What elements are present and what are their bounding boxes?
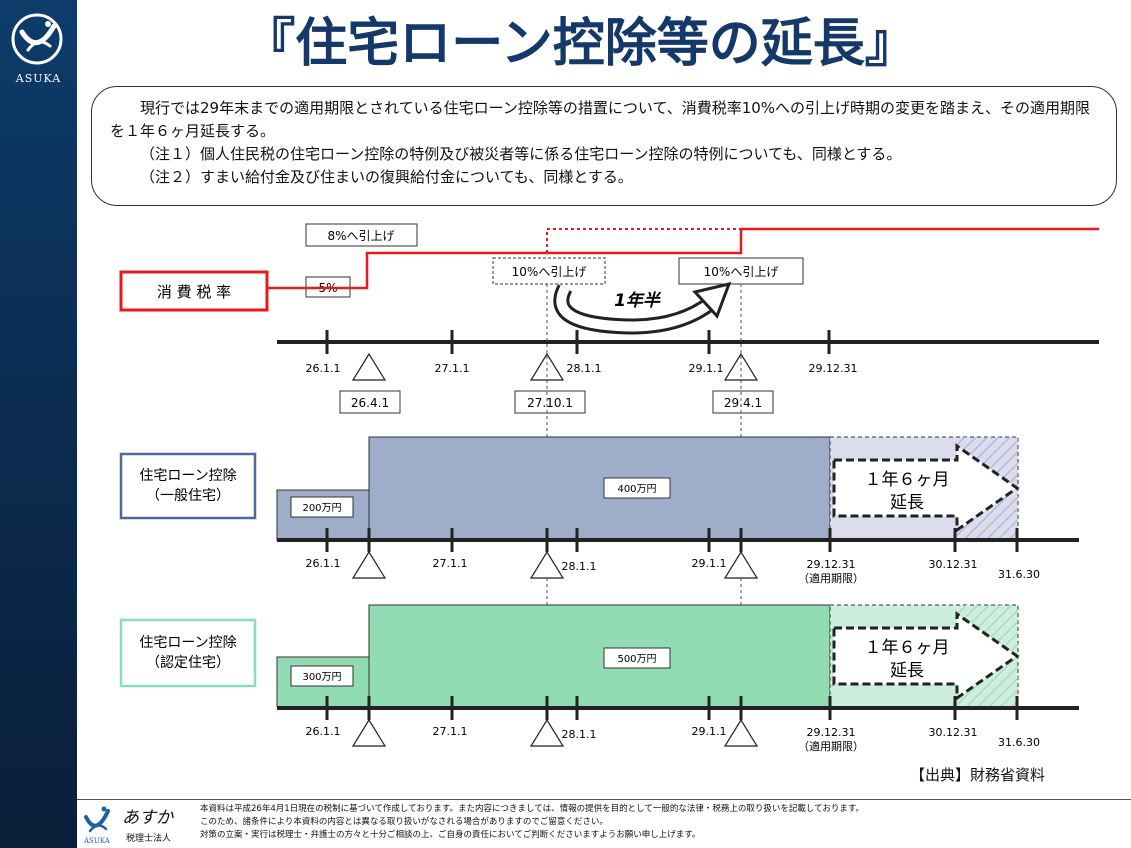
general-before-label: 200万円	[302, 503, 341, 514]
certified-tick-7: 31.6.30	[998, 736, 1040, 749]
certified-tick-6: 30.12.31	[929, 726, 978, 739]
certified-deadline-note: （適用期限）	[798, 739, 864, 753]
rate-8-box	[305, 223, 418, 247]
certified-label-box	[119, 618, 257, 688]
certified-before-label: 300万円	[302, 672, 341, 683]
event-box-2	[514, 390, 586, 414]
general-tick-5: 29.12.31	[807, 558, 856, 571]
summary-note-1: （注１）個人住民税の住宅ローン控除の特例及び被災者等に係る住宅ローン控除の特例に…	[140, 145, 902, 163]
asuka-logo-icon	[11, 13, 63, 65]
general-label-1: 住宅ローン控除	[139, 468, 236, 484]
tax-label: 消 費 税 率	[157, 283, 231, 301]
rate-10-new-box	[678, 257, 804, 285]
general-ext-2: 延長	[890, 493, 924, 513]
general-tick-1: 26.1.1	[306, 557, 341, 570]
event-label-3: 29.4.1	[724, 396, 762, 410]
certified-after-box	[603, 647, 671, 669]
event-box-1	[339, 390, 401, 414]
tax-rate-line	[267, 227, 1099, 290]
event-label-1: 26.4.1	[351, 396, 389, 410]
page-title: 『住宅ローン控除等の延長』	[243, 13, 917, 74]
general-ext-1: １年６ヶ月	[865, 470, 950, 490]
general-tick-7: 31.6.30	[998, 568, 1040, 581]
certified-label-2: （認定住宅）	[146, 655, 230, 671]
certified-ext-2: 延長	[890, 661, 924, 681]
tax-rate-old-plan-line	[546, 228, 741, 253]
summary-main: 現行では29年末までの適用期限とされている住宅ローン控除等の措置について、消費税…	[110, 99, 1091, 140]
tax-tick-3: 28.1.1	[567, 362, 602, 375]
event-marker-1	[351, 352, 387, 381]
certified-bar-after	[368, 604, 831, 708]
rate-10-new-label: 10%へ引上げ	[704, 265, 779, 279]
summary-box: 現行では29年末までの適用期限とされている住宅ローン控除等の措置について、消費税…	[91, 86, 1117, 206]
delay-label: 1年半	[614, 291, 662, 311]
delay-arrow-inner	[556, 285, 716, 332]
source-credit: 【出典】財務省資料	[910, 766, 1046, 784]
certified-before-box	[290, 665, 354, 687]
tax-tick-1: 26.1.1	[306, 362, 341, 375]
rate-8-label: 8%へ引上げ	[327, 229, 394, 243]
certified-tick-3: 28.1.1	[562, 728, 597, 741]
general-ext-arrow	[832, 443, 1020, 533]
footer-logo-text: ASUKA	[83, 837, 111, 845]
general-tick-6: 30.12.31	[929, 558, 978, 571]
general-before-box	[290, 496, 354, 518]
timeline-diagram: 消 費 税 率 5% 8%へ引上げ 10%へ引上げ 10%へ引上げ 1年半 26…	[119, 223, 1099, 753]
footer-line-1: 本資料は平成26年4月1日現在の税制に基づいて作成しております。また内容につきま…	[200, 804, 864, 814]
delay-arrow-head	[692, 281, 732, 319]
footer-divider	[77, 799, 1131, 800]
footer-logo: ASUKA あすか 税理士法人	[83, 806, 174, 845]
general-label-2: （一般住宅）	[146, 488, 230, 504]
certified-tick-1: 26.1.1	[306, 725, 341, 738]
certified-tick-2: 27.1.1	[433, 725, 468, 738]
general-tick-2: 27.1.1	[433, 557, 468, 570]
logo-text: ASUKA	[15, 72, 62, 85]
tax-tick-4: 29.1.1	[689, 362, 724, 375]
general-after-label: 400万円	[617, 484, 656, 495]
certified-tick-5: 29.12.31	[807, 726, 856, 739]
event-box-3	[712, 390, 774, 414]
rate-10-old-box	[492, 257, 606, 285]
certified-ext-arrow	[832, 611, 1020, 701]
certified-label-1: 住宅ローン控除	[139, 635, 236, 651]
footer-brand-sub: 税理士法人	[126, 832, 171, 844]
certified-after-label: 500万円	[617, 654, 656, 665]
footer-logo-icon	[84, 806, 110, 833]
general-bar-after	[368, 436, 831, 541]
rate-10-old-label: 10%へ引上げ	[512, 265, 587, 279]
general-deadline-note: （適用期限）	[798, 571, 864, 585]
footer-line-2: このため、諸条件により本資料の内容とは異なる取り扱いがなされる場合がありますので…	[200, 817, 608, 827]
certified-tick-4: 29.1.1	[692, 725, 727, 738]
tax-tick-2: 27.1.1	[435, 362, 470, 375]
general-label-box	[119, 452, 257, 520]
tax-label-box	[119, 270, 269, 312]
summary-note-2: （注２）すまい給付金及び住まいの復興給付金についても、同様とする。	[140, 168, 633, 186]
certified-ext-1: １年６ヶ月	[865, 638, 950, 658]
footer-brand-name: あすか	[122, 808, 174, 828]
tax-tick-5: 29.12.31	[809, 362, 858, 375]
general-after-box	[603, 477, 671, 499]
event-label-2: 27.10.1	[527, 396, 573, 410]
sidebar: ASUKA	[0, 0, 77, 848]
footer-disclaimer: 本資料は平成26年4月1日現在の税制に基づいて作成しております。また内容につきま…	[200, 803, 1120, 842]
general-tick-3: 28.1.1	[562, 560, 597, 573]
footer-line-3: 対策の立案・実行は税理士・弁護士の方々と十分ご相談の上、ご自身の責任においてご判…	[200, 830, 701, 840]
general-tick-4: 29.1.1	[692, 557, 727, 570]
